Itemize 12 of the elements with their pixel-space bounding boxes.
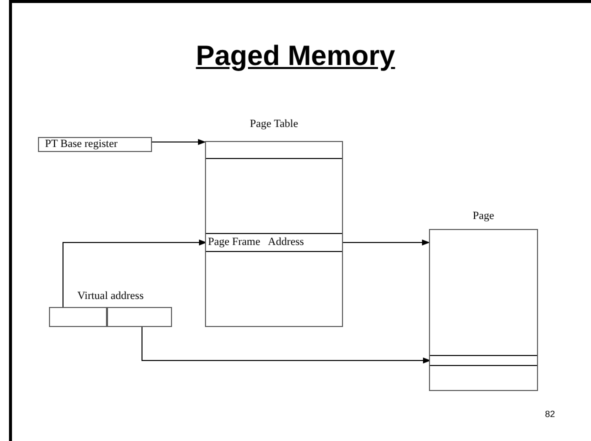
box-heading: Page Table [248,118,300,130]
arrow [342,240,430,246]
arrow [142,326,431,364]
arrow [152,139,206,145]
page-number: 82 [545,409,556,419]
arrow [62,240,207,308]
box-heading: Virtual address [76,290,145,302]
box-heading: Page [472,210,496,222]
register-box: PT Base register [38,137,152,152]
page-entry-row [430,355,537,366]
slide-title: Paged Memory [194,40,396,72]
table-entry-row: Page Frame Address [206,233,342,252]
